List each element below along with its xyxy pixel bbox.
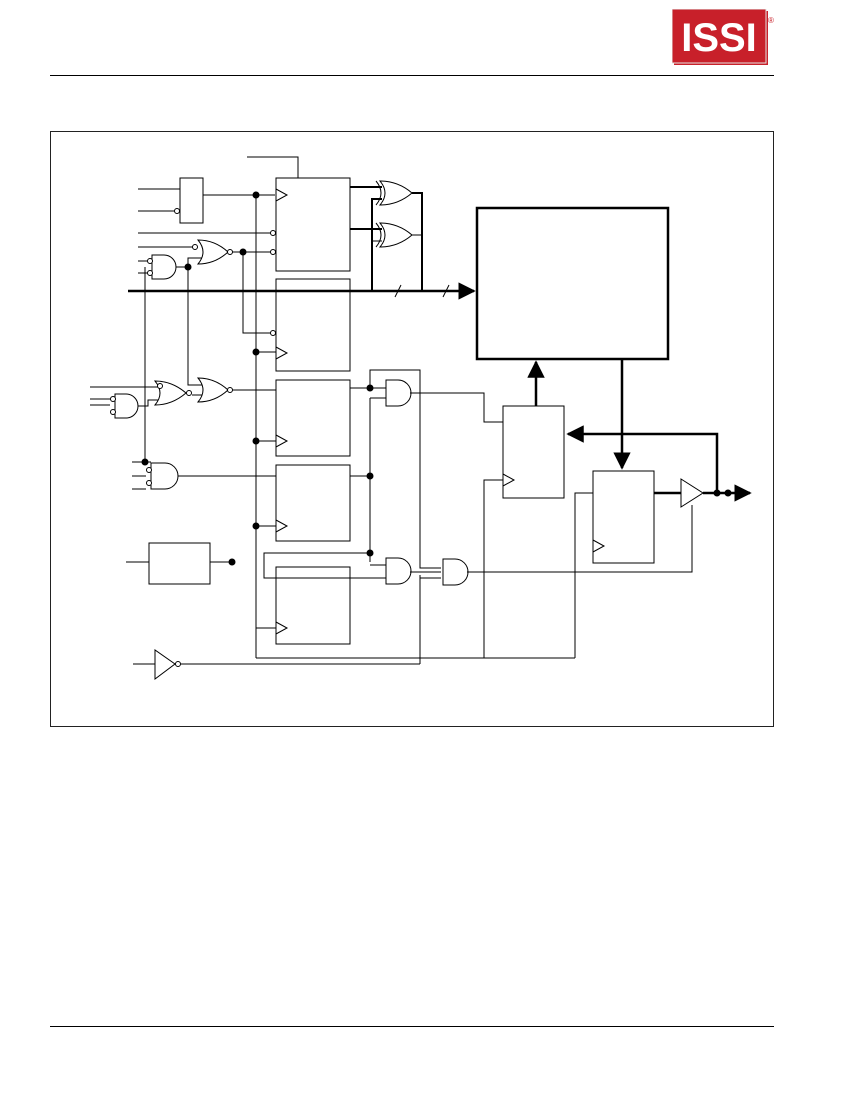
and-gate-icon bbox=[385, 557, 412, 585]
header-rule bbox=[50, 75, 774, 76]
registered-mark: ® bbox=[768, 16, 774, 25]
diagram-frame bbox=[50, 131, 774, 727]
clock-triangle-icon bbox=[275, 346, 289, 360]
clock-triangle-icon bbox=[275, 188, 289, 202]
output-register-block bbox=[592, 470, 655, 564]
clock-triangle-icon bbox=[502, 473, 516, 487]
and-gate-icon bbox=[385, 379, 412, 407]
input-buffer-box bbox=[179, 177, 204, 224]
clock-triangle-icon bbox=[275, 434, 289, 448]
register-block-3 bbox=[275, 379, 351, 457]
xnor-gate-icon bbox=[378, 180, 413, 206]
and-gate-icon bbox=[442, 558, 469, 586]
footer-rule bbox=[50, 1026, 774, 1027]
clock-triangle-icon bbox=[275, 621, 289, 635]
logo-text: ISSI bbox=[681, 16, 757, 60]
clock-triangle-icon bbox=[592, 539, 606, 553]
tristate-buffer-icon bbox=[680, 478, 704, 508]
register-block-5 bbox=[275, 566, 351, 645]
control-register-block bbox=[502, 405, 565, 499]
oscillator-box bbox=[148, 542, 211, 585]
register-block-2 bbox=[275, 278, 351, 372]
register-block-1 bbox=[275, 177, 351, 272]
nor-gate-icon bbox=[196, 377, 229, 403]
clock-triangle-icon bbox=[275, 519, 289, 533]
nor-gate-icon bbox=[153, 380, 187, 406]
memory-array-block bbox=[475, 206, 670, 361]
register-block-4 bbox=[275, 464, 351, 542]
nand-gate-icon bbox=[114, 393, 139, 419]
nand-gate-icon bbox=[151, 254, 177, 280]
inverter-icon bbox=[154, 649, 176, 680]
issi-logo-icon: ISSI bbox=[672, 9, 768, 65]
nor-gate-icon bbox=[196, 239, 229, 265]
xnor-gate-icon bbox=[378, 222, 413, 248]
and-gate-icon bbox=[150, 462, 179, 490]
